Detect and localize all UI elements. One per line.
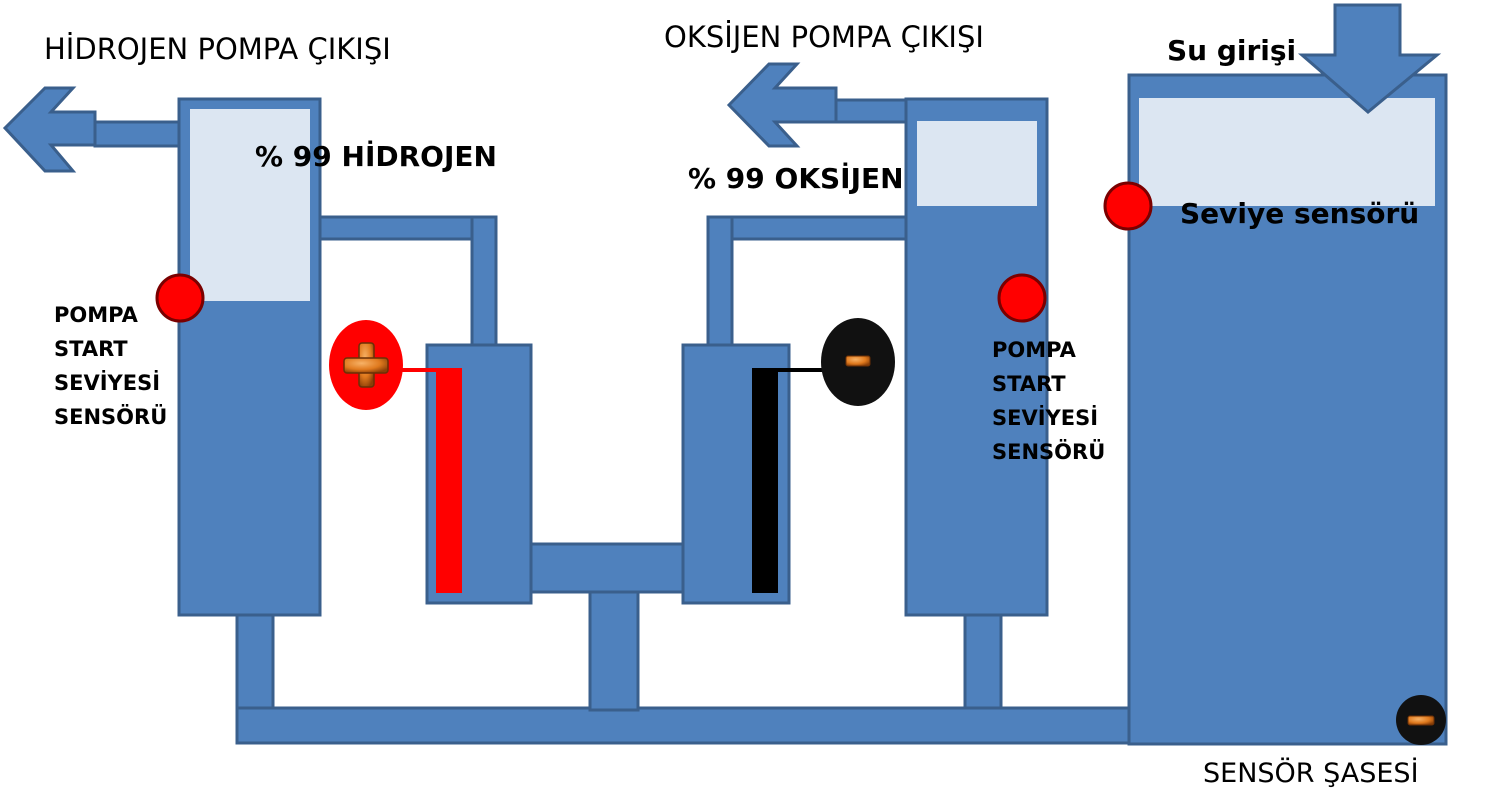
bottom-pipes (235, 542, 1134, 745)
oxygen-transfer-pipe-horizontal (706, 215, 908, 241)
right-pump-sensor-label: POMPA START SEVİYESİ SENSÖRÜ (992, 333, 1105, 469)
oxygen-outlet-arrow-icon (726, 62, 838, 148)
sensor-chassis-label: SENSÖR ŞASESİ (1203, 758, 1419, 789)
positive-terminal (329, 320, 403, 410)
water-inlet-arrow-icon (1297, 3, 1442, 114)
left-pump-sensor-line: SENSÖRÜ (54, 405, 168, 429)
hydrogen-outlet-pipe (93, 120, 181, 148)
left-pump-sensor-dot (155, 273, 205, 323)
level-sensor-label: Seviye sensörü (1180, 197, 1420, 230)
gas-pipes (93, 98, 908, 349)
bottom-manifold-pipe (235, 706, 1134, 745)
hydrogen-purity-label: % 99 HİDROJEN (255, 140, 497, 173)
hydrogen-transfer-pipe-horizontal (316, 215, 498, 241)
cell-bridge-pipe (526, 542, 687, 594)
oxygen-gas-space (917, 121, 1037, 206)
hydrogen-transfer-pipe-vertical (470, 215, 498, 349)
plus-icon (343, 342, 389, 388)
oxygen-outlet-pipe (834, 98, 908, 124)
reservoir-air-space (1139, 98, 1435, 206)
left-pump-sensor-line: POMPA (54, 303, 138, 327)
right-pump-sensor-line: POMPA (992, 338, 1076, 362)
anode-electrode (436, 369, 462, 593)
oxygen-outlet-label: OKSİJEN POMPA ÇIKIŞI (664, 20, 984, 54)
left-pump-sensor-line: START (54, 337, 128, 361)
hydrogen-outlet-arrow-icon (2, 86, 97, 173)
level-sensor-dot (1103, 181, 1153, 231)
chassis-minus-icon (1407, 715, 1435, 726)
left-pump-sensor-line: SEVİYESİ (54, 371, 161, 395)
right-pump-sensor-line: SEVİYESİ (992, 406, 1099, 430)
chassis-terminal (1396, 695, 1446, 745)
hydrogen-outlet-label: HİDROJEN POMPA ÇIKIŞI (44, 32, 391, 66)
center-riser-pipe (588, 588, 640, 712)
oxygen-transfer-pipe-vertical (706, 215, 734, 349)
hydrogen-gas-space (190, 109, 310, 301)
right-pump-sensor-dot (997, 273, 1047, 323)
oxygen-purity-label: % 99 OKSİJEN (688, 162, 904, 195)
right-pump-sensor-line: SENSÖRÜ (992, 440, 1106, 464)
right-pump-sensor-line: START (992, 372, 1066, 396)
left-pump-sensor-label: POMPA START SEVİYESİ SENSÖRÜ (54, 298, 167, 434)
cathode-electrode (752, 369, 778, 593)
negative-terminal (821, 318, 895, 406)
minus-icon (845, 355, 871, 367)
water-inlet-label: Su girişi (1167, 34, 1297, 67)
